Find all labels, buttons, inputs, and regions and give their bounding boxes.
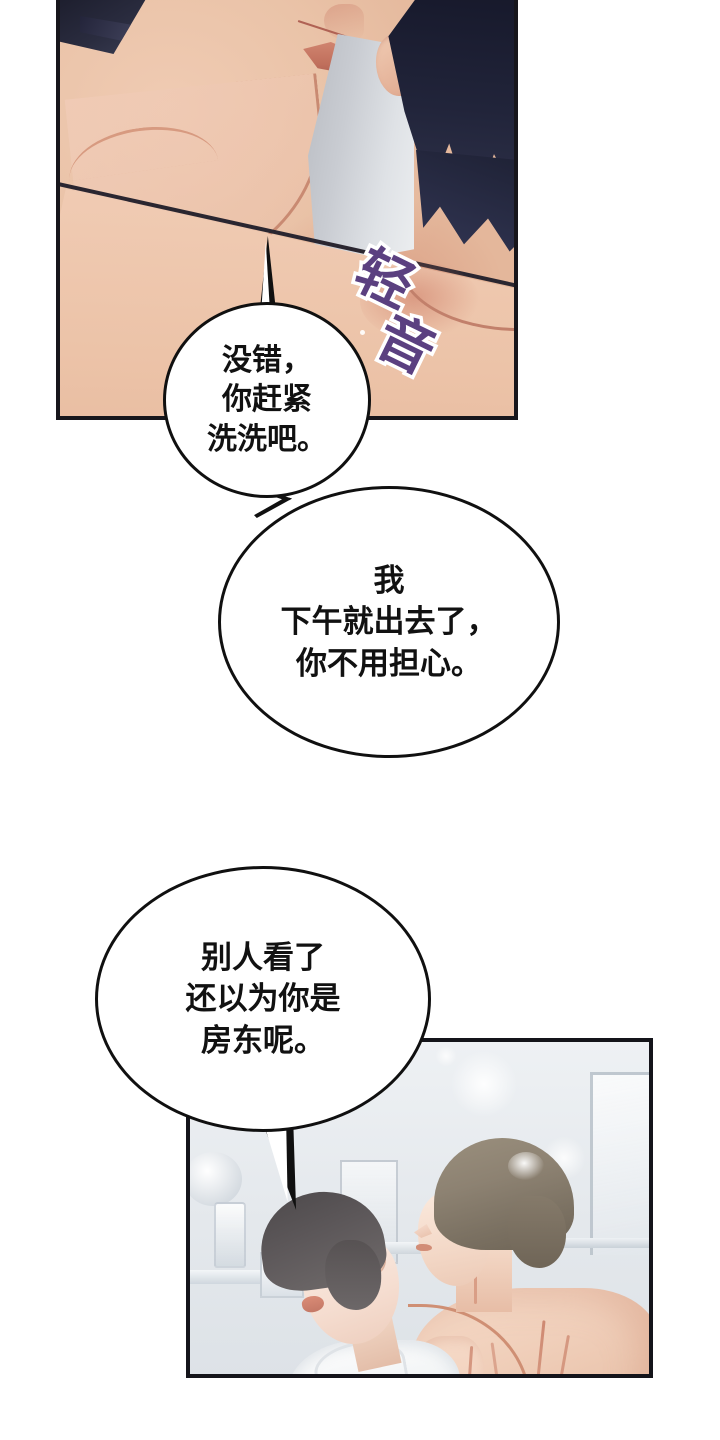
bubble-3-line-2: 还以为你是 xyxy=(185,981,341,1017)
panel1-highlight-dot xyxy=(360,330,365,335)
panel2-bottle xyxy=(214,1202,246,1268)
panel2-character-right xyxy=(404,1138,649,1374)
speech-bubble-3: 别人看了 还以为你是 房东呢。 xyxy=(95,866,431,1132)
panel2-character-left xyxy=(253,1183,460,1374)
bubble-1-line-2: 你赶紧 xyxy=(222,383,312,417)
right-character-neck-line xyxy=(474,1256,477,1304)
bubble-2-line-1: 我 xyxy=(373,562,405,598)
panel2-mirror xyxy=(590,1072,649,1255)
speech-bubble-2: 我 下午就出去了， 你不用担心。 xyxy=(218,486,560,758)
bubble-3-line-1: 别人看了 xyxy=(201,939,325,975)
right-character-hair-highlight xyxy=(508,1152,544,1180)
bubble-1-tail xyxy=(252,236,282,326)
speech-bubble-1-text: 没错， 你赶紧 洗洗吧。 xyxy=(207,341,327,460)
bubble-1-line-1: 没错， xyxy=(222,343,312,377)
bubble-2-line-2: 下午就出去了， xyxy=(280,604,498,640)
comic-panel-1 xyxy=(56,0,518,420)
speech-bubble-2-text: 我 下午就出去了， 你不用担心。 xyxy=(281,560,498,685)
right-character-hair xyxy=(434,1138,574,1268)
panel2-sink xyxy=(190,1152,242,1206)
bubble-1-line-3: 洗洗吧。 xyxy=(207,422,327,456)
bubble-2-line-3: 你不用担心。 xyxy=(296,645,482,681)
speech-bubble-3-text: 别人看了 还以为你是 房东呢。 xyxy=(186,937,341,1062)
bubble-3-line-3: 房东呢。 xyxy=(201,1022,325,1058)
panel2-counter-rail xyxy=(522,1238,649,1248)
right-character-lip xyxy=(416,1244,432,1251)
speech-bubble-1: 没错， 你赶紧 洗洗吧。 xyxy=(163,302,371,498)
